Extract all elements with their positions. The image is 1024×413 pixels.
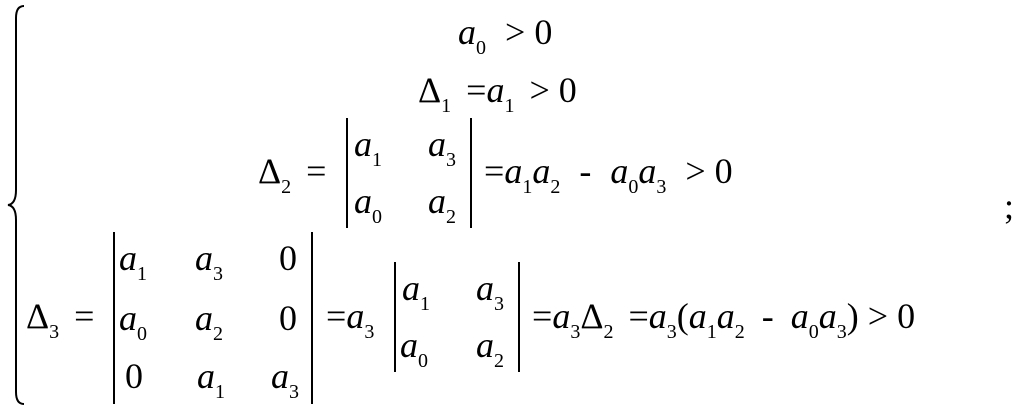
row3-determinant: a1 a3 a0 a2 bbox=[346, 118, 472, 228]
row2-delta1: Δ1 =a1 > 0 bbox=[418, 70, 577, 117]
row3-rhs: =a1a2 - a0a3 > 0 bbox=[484, 151, 733, 198]
row3-lhs: Δ2 = bbox=[258, 151, 327, 198]
row4-lhs: Δ3 = bbox=[26, 296, 95, 343]
delta-symbol: Δ bbox=[418, 70, 442, 110]
row4-coef: =a3 bbox=[326, 296, 375, 343]
var-a0: a bbox=[458, 12, 476, 52]
row1-inequality: a0 > 0 bbox=[458, 12, 553, 59]
left-brace bbox=[7, 5, 25, 405]
row4-determinant-2x2: a1 a3 a0 a2 bbox=[394, 262, 520, 372]
row4-rhs: =a3Δ2 =a3(a1a2 - a0a3) > 0 bbox=[532, 296, 916, 343]
trailing-semicolon: ; bbox=[1004, 186, 1015, 226]
gt-sign: > bbox=[505, 12, 526, 52]
row4-determinant-3x3: a1 a3 0 a0 a2 0 0 a1 a3 bbox=[113, 232, 313, 404]
